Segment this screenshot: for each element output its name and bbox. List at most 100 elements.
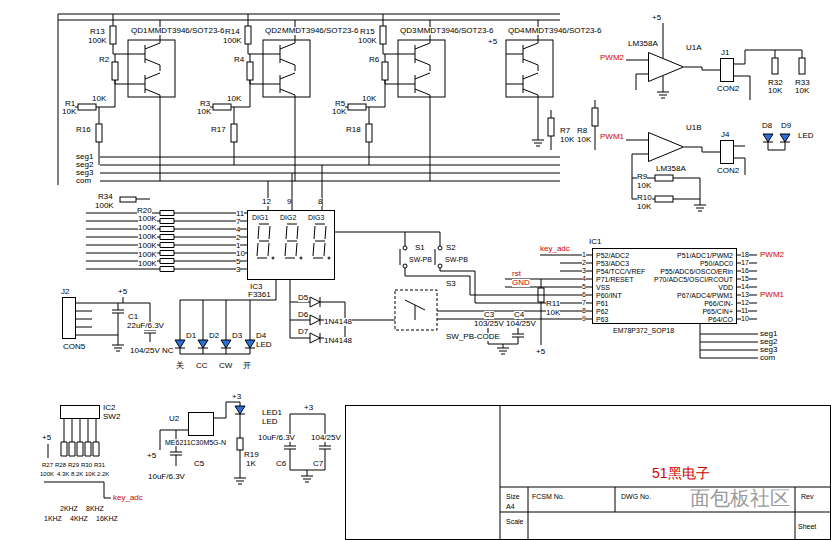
node-text: FCSM No. [532,493,565,500]
schematic-label: 100K [138,233,157,241]
schematic-label: 2 [236,234,240,242]
schematic-label: 9 [287,198,291,206]
node-text: DWG No. [621,493,651,500]
node-text: SW2 [103,413,120,421]
schematic-label: LED [262,418,278,426]
schematic-label: R4 [234,56,244,64]
node-text: IC2 [103,404,115,412]
schematic-label: R31 [94,462,105,468]
schematic-label: +5 [118,288,127,296]
schematic-label: 18 [741,251,749,258]
schematic-label: SW-PB [409,256,432,263]
schematic-label: 22uF/6.3V [127,322,164,330]
schematic-label: com [760,354,775,362]
wire [44,419,111,498]
encoder-switch [395,290,437,330]
node-text: EM78P372_SOP18 [613,327,674,334]
schematic-label: C6 [276,460,286,468]
schematic-label: 8KHZ [86,505,104,512]
schematic-label: R16 [76,126,91,134]
schematic-label: MMDT3946/SOT23-6 [525,27,601,35]
schematic-label: 16KHZ [96,515,118,522]
schematic-label: QD3 [400,27,416,35]
schematic-label: R20 [137,207,152,215]
schematic-label: 100K [358,37,377,45]
opamp-outline [649,133,684,162]
schematic-label: 100K [138,224,157,232]
schematic-label: 100K [138,251,157,259]
title-block: SizeA4FCSM No.DWG No.RevScaleSheet [345,405,831,540]
node-text: Size [506,493,520,500]
schematic-label: QD4 [508,27,524,35]
node-text: J1 [721,49,729,57]
wire [734,50,802,175]
schematic-label: C4 [514,311,524,319]
schematic-label: R29 [68,462,79,468]
schematic-label: D6 [298,311,308,319]
node-text: ME6211C30M5G-N [165,439,226,446]
node-text: P54/TCC/VREF [596,268,645,275]
schematic-label: +3 [232,393,241,401]
schematic-label: D8 [762,122,772,130]
regulator-box: U2ME6211C30M5G-N [188,412,214,436]
node-text: DIG1 [252,214,268,221]
schematic-label: R32 [768,79,783,87]
schematic-label: PWM1 [760,291,784,299]
node-text: P67/ADC4/PWM1 [677,292,733,299]
node-text: J2 [61,288,69,296]
resistor-symbol [772,58,778,74]
node-text: P51/ADC1/PWM2 [677,252,733,259]
schematic-label: 10K [795,87,809,95]
schematic-label: +5 [652,14,661,22]
schematic-label: rst [512,270,521,278]
schematic-label: R30 [81,462,92,468]
schematic-label: D1 [186,332,196,340]
schematic-label: R13 [90,28,105,36]
node-text: Rev [801,493,813,500]
schematic-label: S1 [415,244,425,252]
schematic-label: R7 [560,127,570,135]
node-text: P61 [596,300,608,307]
schematic-label: 开 [243,362,251,370]
schematic-label: R3 [200,100,210,108]
schematic-label: com [76,177,91,185]
schematic-label: 11 [236,210,244,218]
schematic-label: 1 [582,251,586,258]
opamp-triangle: U1BLM358A [648,132,684,162]
node-text: CON5 [63,343,85,351]
schematic-label: key_adc [540,245,570,253]
node-text: P55/ADC6/OSCO/ERin [660,268,733,275]
schematic-label: 6 [582,291,586,298]
schematic-label: R33 [795,79,810,87]
schematic-label: SW_PB-CODE [446,333,500,341]
schematic-label: 4 [582,275,586,282]
node-text: LM358A [628,40,658,48]
node-text: P52/ADC2 [596,252,629,259]
schematic-label: 面包板社区 [690,488,790,508]
schematic-label: R17 [211,126,226,134]
schematic-label: +5 [147,452,156,460]
node-text: DIG2 [280,214,296,221]
schematic-label: D5 [298,294,308,302]
schematic-label: 100K [223,37,242,45]
schematic-label: 8.2K [71,471,83,477]
schematic-label: CC [196,362,208,370]
node-text: P62 [596,308,608,315]
wire [160,402,331,484]
resistor-symbol [655,175,673,181]
schematic-label: 4.3K [57,471,69,477]
node-text: VSS [596,284,610,291]
schematic-label: QD2 [265,27,281,35]
schematic-label: R5 [335,100,345,108]
led-symbol [175,142,790,348]
schematic-label: seg2 [76,161,93,169]
wire [335,232,560,320]
schematic-label: F3361 [248,291,271,299]
schematic-label: SW-PB [445,256,468,263]
wire [505,255,758,358]
wire [180,280,395,354]
schematic-label: +5 [488,38,497,46]
resistor-symbol [160,211,174,272]
schematic-label: 103/25V [474,320,504,328]
schematic-label: 10K [92,95,106,103]
